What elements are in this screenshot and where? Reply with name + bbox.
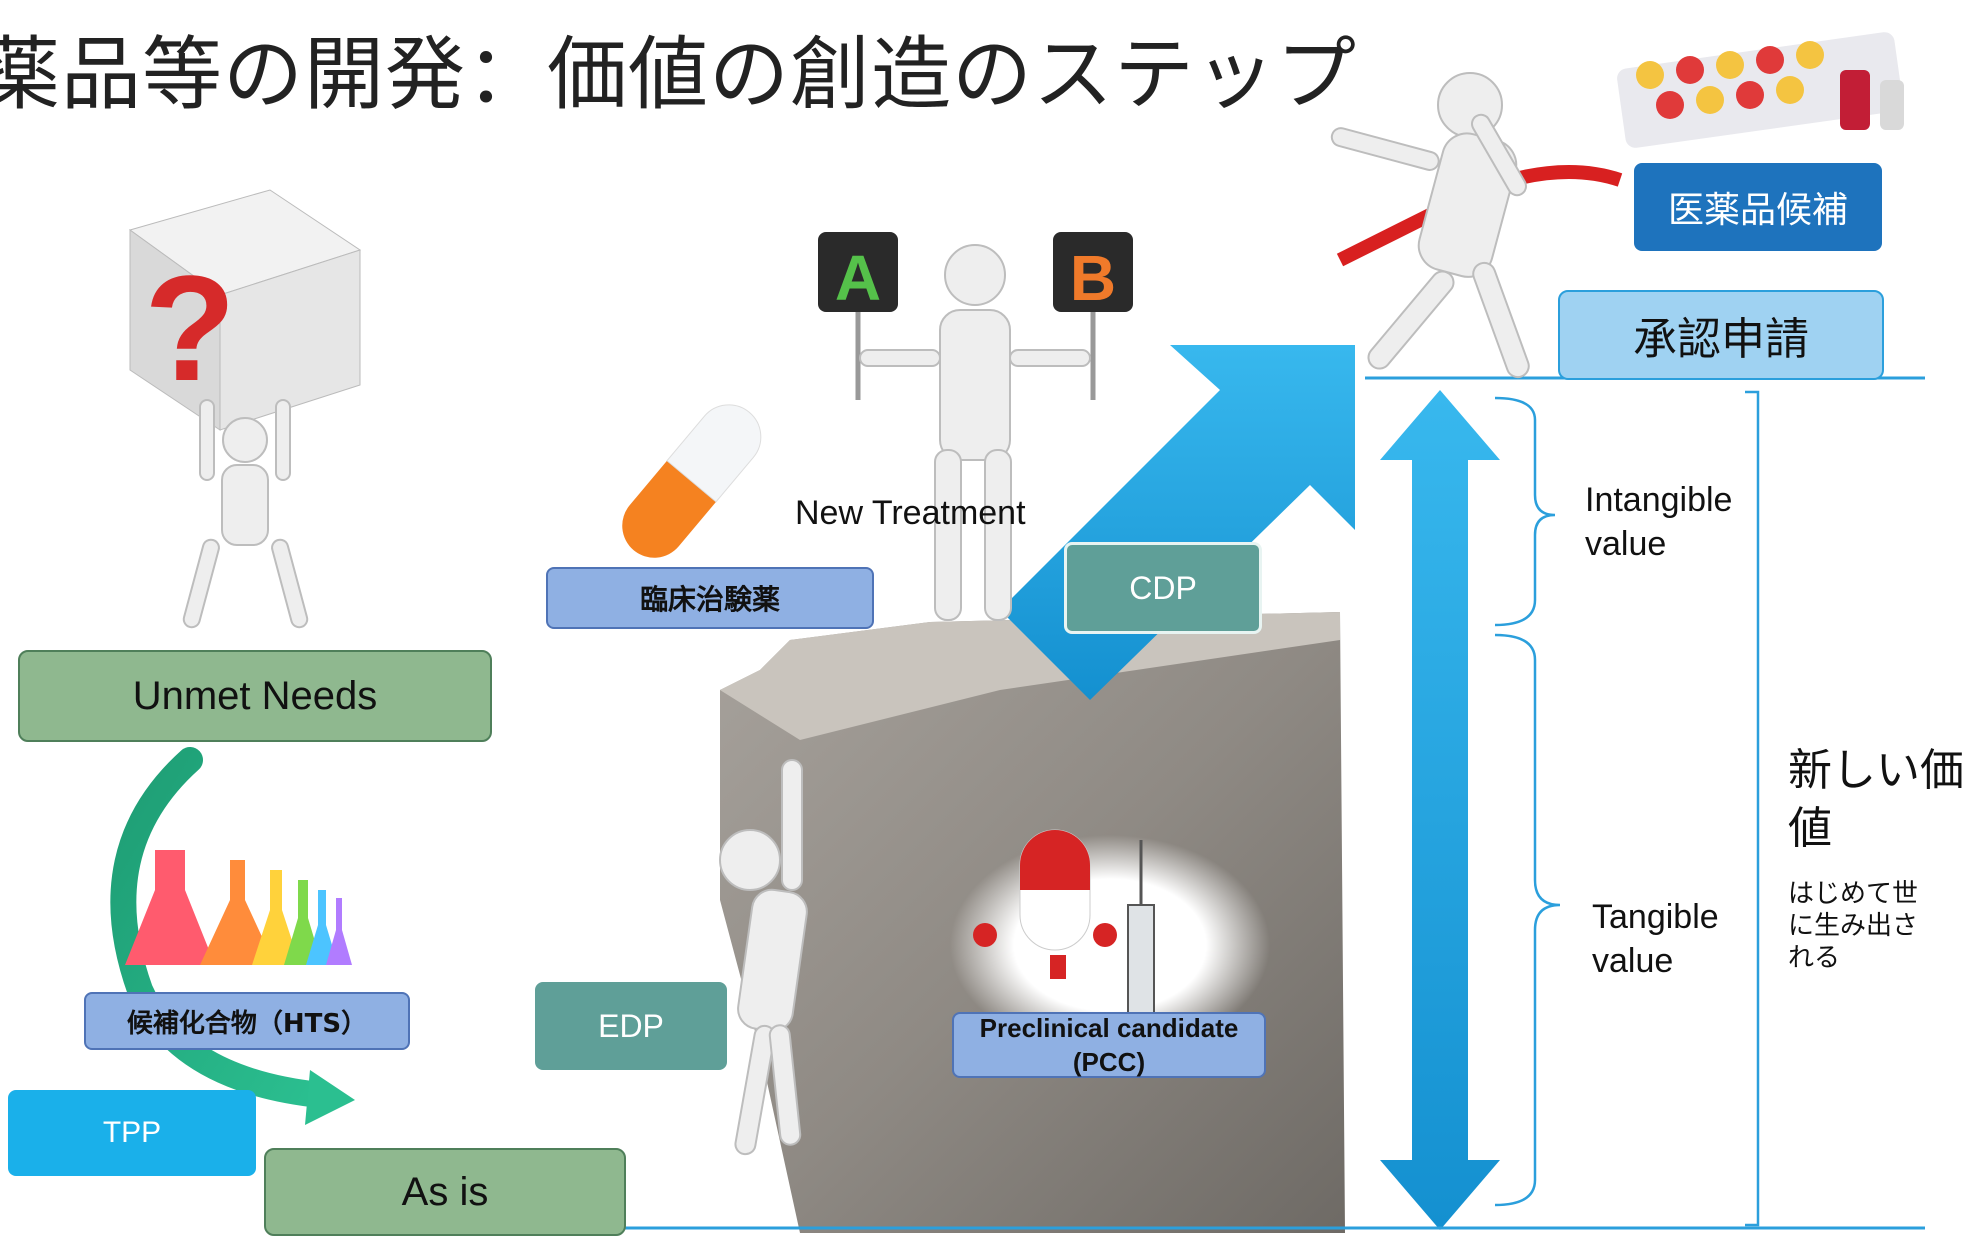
tpp-label: TPP (102, 1116, 162, 1149)
unmet-needs-box: Unmet Needs (18, 650, 492, 742)
figure-holding-cube-icon (182, 399, 309, 629)
clinical-drug-label: 臨床治験薬 (639, 583, 780, 616)
edp-box: EDP (535, 982, 727, 1070)
page-title: 薬品等の開発：価値の創造のステップ (0, 28, 1357, 121)
capsule-character-icon (973, 829, 1117, 979)
intangible-value-label: Intangible value (1585, 481, 1733, 563)
approval-application-label: 承認申請 (1633, 314, 1809, 365)
svg-text:?: ? (144, 244, 236, 412)
pcc-box: Preclinical candidate (PCC) (952, 1012, 1266, 1078)
cdp-label: CDP (1129, 569, 1197, 606)
new-value-note: はじめて世に生み出される (1788, 879, 1919, 973)
flask-icon (125, 850, 352, 965)
cdp-box: CDP (1064, 542, 1262, 634)
approval-application-box: 承認申請 (1558, 290, 1884, 380)
brace-tangible (1494, 633, 1561, 1207)
as-is-box: As is (264, 1148, 626, 1236)
pill-pack-icon (1617, 32, 1904, 148)
clinical-drug-box: 臨床治験薬 (546, 567, 874, 629)
question-cube-icon: ? (128, 189, 362, 431)
svg-text:B: B (1070, 242, 1116, 314)
drug-candidate-label: 医薬品候補 (1667, 190, 1848, 231)
cycle-curve-arrow (110, 747, 333, 1108)
figure-holding-signs-icon: A B (818, 232, 1133, 621)
pcc-label: Preclinical candidate (PCC) (979, 1013, 1239, 1077)
new-value-label: 新しい価値 (1788, 745, 1964, 854)
edp-label: EDP (598, 1007, 664, 1044)
unmet-needs-label: Unmet Needs (132, 673, 378, 718)
drug-candidate-box: 医薬品候補 (1634, 163, 1882, 251)
cycle-arrowhead (305, 1070, 355, 1125)
as-is-label: As is (401, 1169, 489, 1214)
double-arrow (1380, 390, 1500, 1230)
brace-total (1745, 390, 1760, 1227)
brace-intangible (1494, 396, 1556, 627)
hanging-figure-icon (719, 759, 808, 1156)
tangible-value-label: Tangible value (1592, 898, 1719, 980)
svg-text:A: A (835, 242, 881, 314)
new-treatment-label: New Treatment (795, 494, 1026, 532)
tpp-box: TPP (8, 1090, 256, 1176)
running-figure-icon (1330, 72, 1623, 379)
hts-compounds-label: 候補化合物（HTS） (126, 1008, 368, 1039)
capsule-icon (622, 404, 762, 558)
hts-compounds-box: 候補化合物（HTS） (84, 992, 410, 1050)
